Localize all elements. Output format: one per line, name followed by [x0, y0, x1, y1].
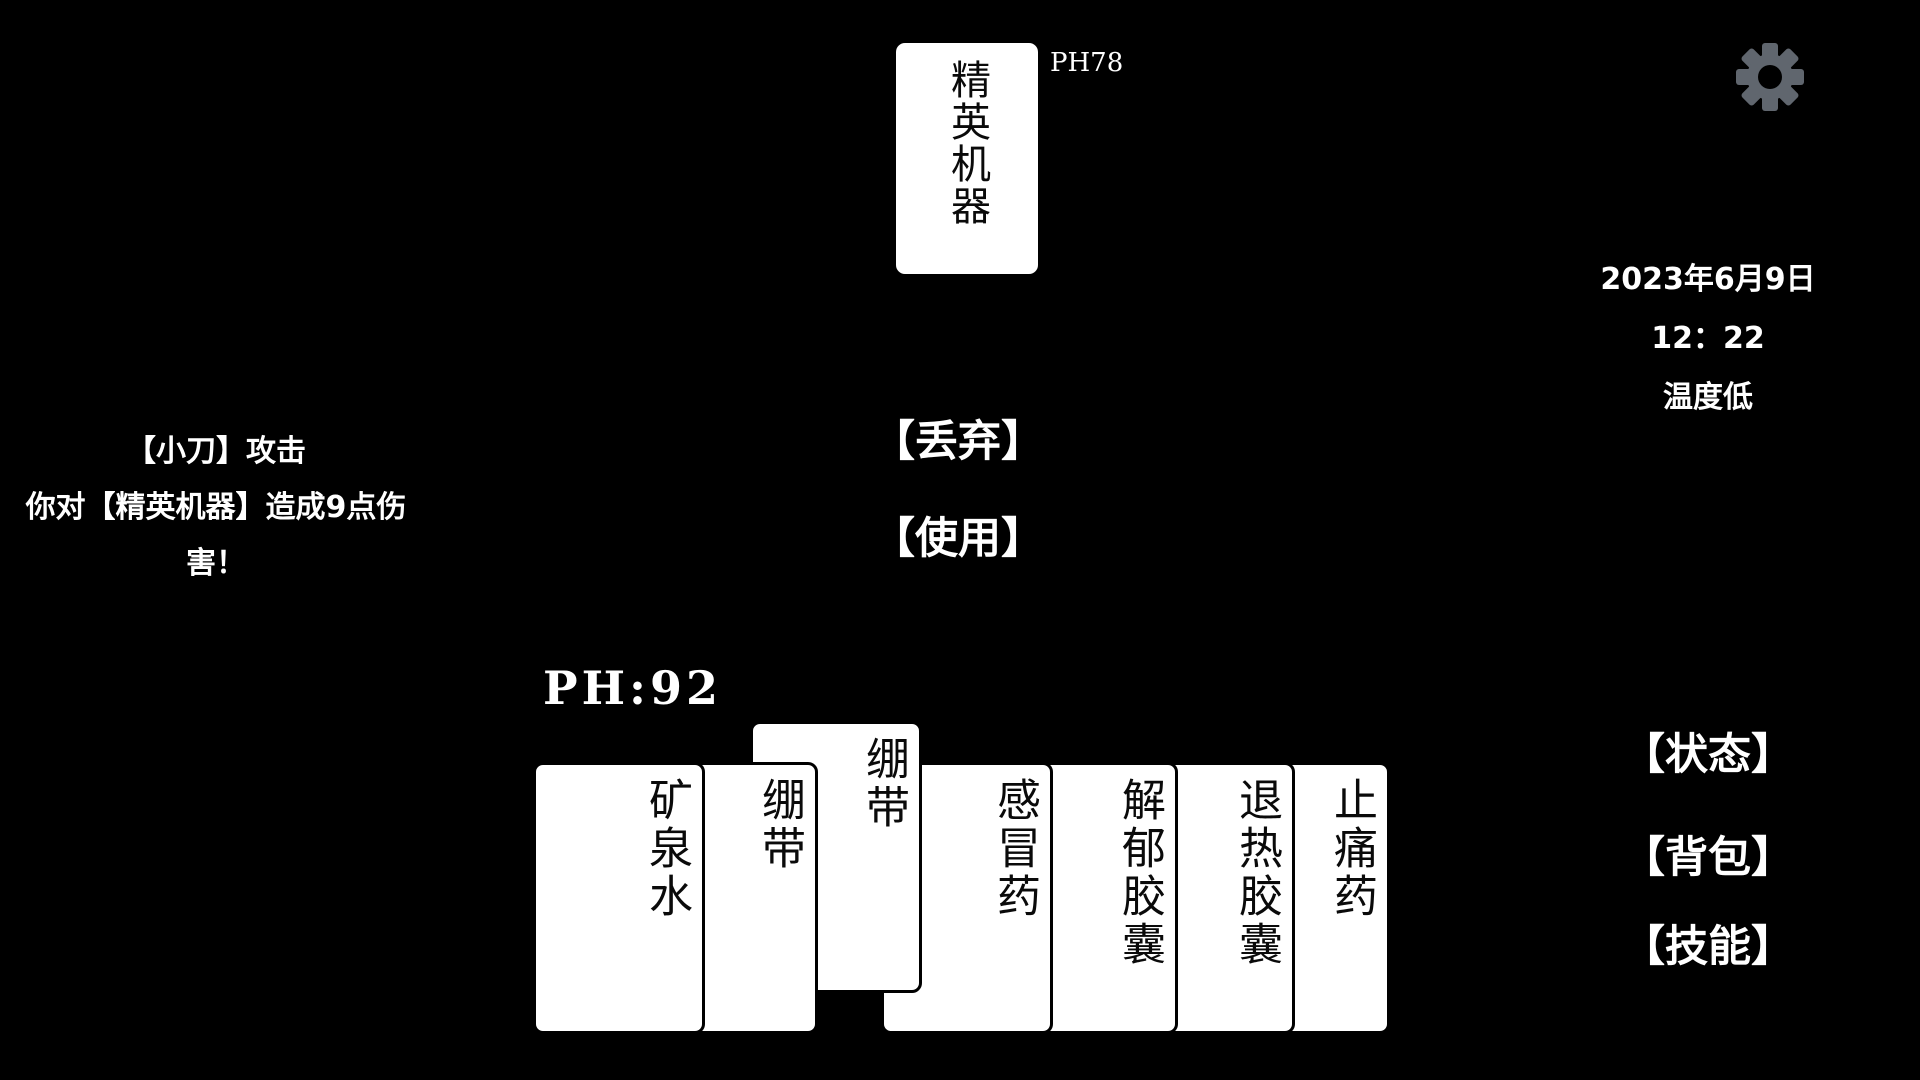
use-button[interactable]: 【使用】 [872, 514, 1044, 564]
card-label: 止痛药 [1326, 777, 1377, 921]
enemy-name: 精英机器 [944, 59, 990, 227]
battle-log-line-1: 【小刀】攻击 [126, 434, 306, 469]
player-hp-label: PH:92 [543, 661, 723, 715]
menu-status-button[interactable]: 【状态】 [1622, 730, 1794, 780]
date-label: 2023年6月9日 [1600, 262, 1816, 297]
settings-gear-icon[interactable] [1733, 40, 1807, 114]
card-label: 感冒药 [989, 777, 1040, 921]
battle-log-line-2: 你对【精英机器】造成9点伤害！ [25, 490, 407, 581]
card-label: 绷带 [858, 736, 909, 832]
status-panel: 2023年6月9日 12：22 温度低 [1558, 250, 1858, 427]
time-label: 12：22 [1651, 321, 1765, 356]
card-label: 矿泉水 [641, 777, 692, 921]
battle-log: 【小刀】攻击 你对【精英机器】造成9点伤害！ [0, 424, 432, 592]
discard-button[interactable]: 【丢弃】 [872, 417, 1044, 467]
enemy-card[interactable]: 精英机器 [893, 40, 1041, 277]
hand-card-mineral-water[interactable]: 矿泉水 [533, 762, 705, 1034]
temperature-label: 温度低 [1663, 380, 1753, 415]
card-label: 退热胶囊 [1231, 777, 1282, 969]
menu-backpack-button[interactable]: 【背包】 [1622, 833, 1794, 883]
enemy-hp-label: PH78 [1050, 48, 1124, 78]
card-label: 绷带 [754, 777, 805, 873]
card-label: 解郁胶囊 [1114, 777, 1165, 969]
menu-skills-button[interactable]: 【技能】 [1622, 922, 1794, 972]
